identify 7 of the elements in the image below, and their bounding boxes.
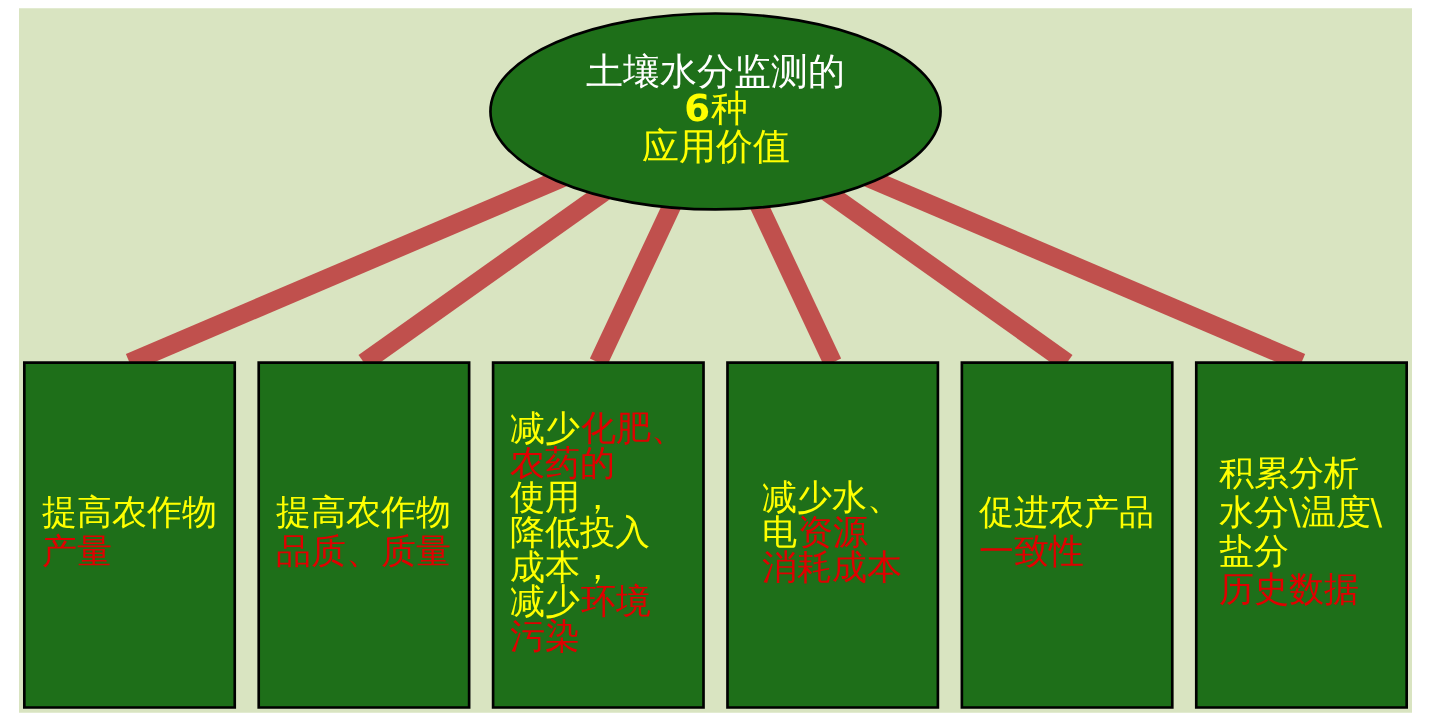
node-box: 提高农作物产量 — [23, 361, 237, 709]
node-box: 减少化肥、农药的使用，降低投入成本，减少环境污染 — [491, 361, 705, 709]
node-ellipse: 土壤水分监测的6种应用价值 — [489, 12, 942, 211]
node-box: 促进农产品一致性 — [960, 361, 1174, 709]
node-box: 减少水、电资源消耗成本 — [726, 361, 940, 709]
node-box: 积累分析水分\温度\盐分历史数据 — [1194, 361, 1408, 709]
node-box: 提高农作物品质、质量 — [257, 361, 471, 709]
